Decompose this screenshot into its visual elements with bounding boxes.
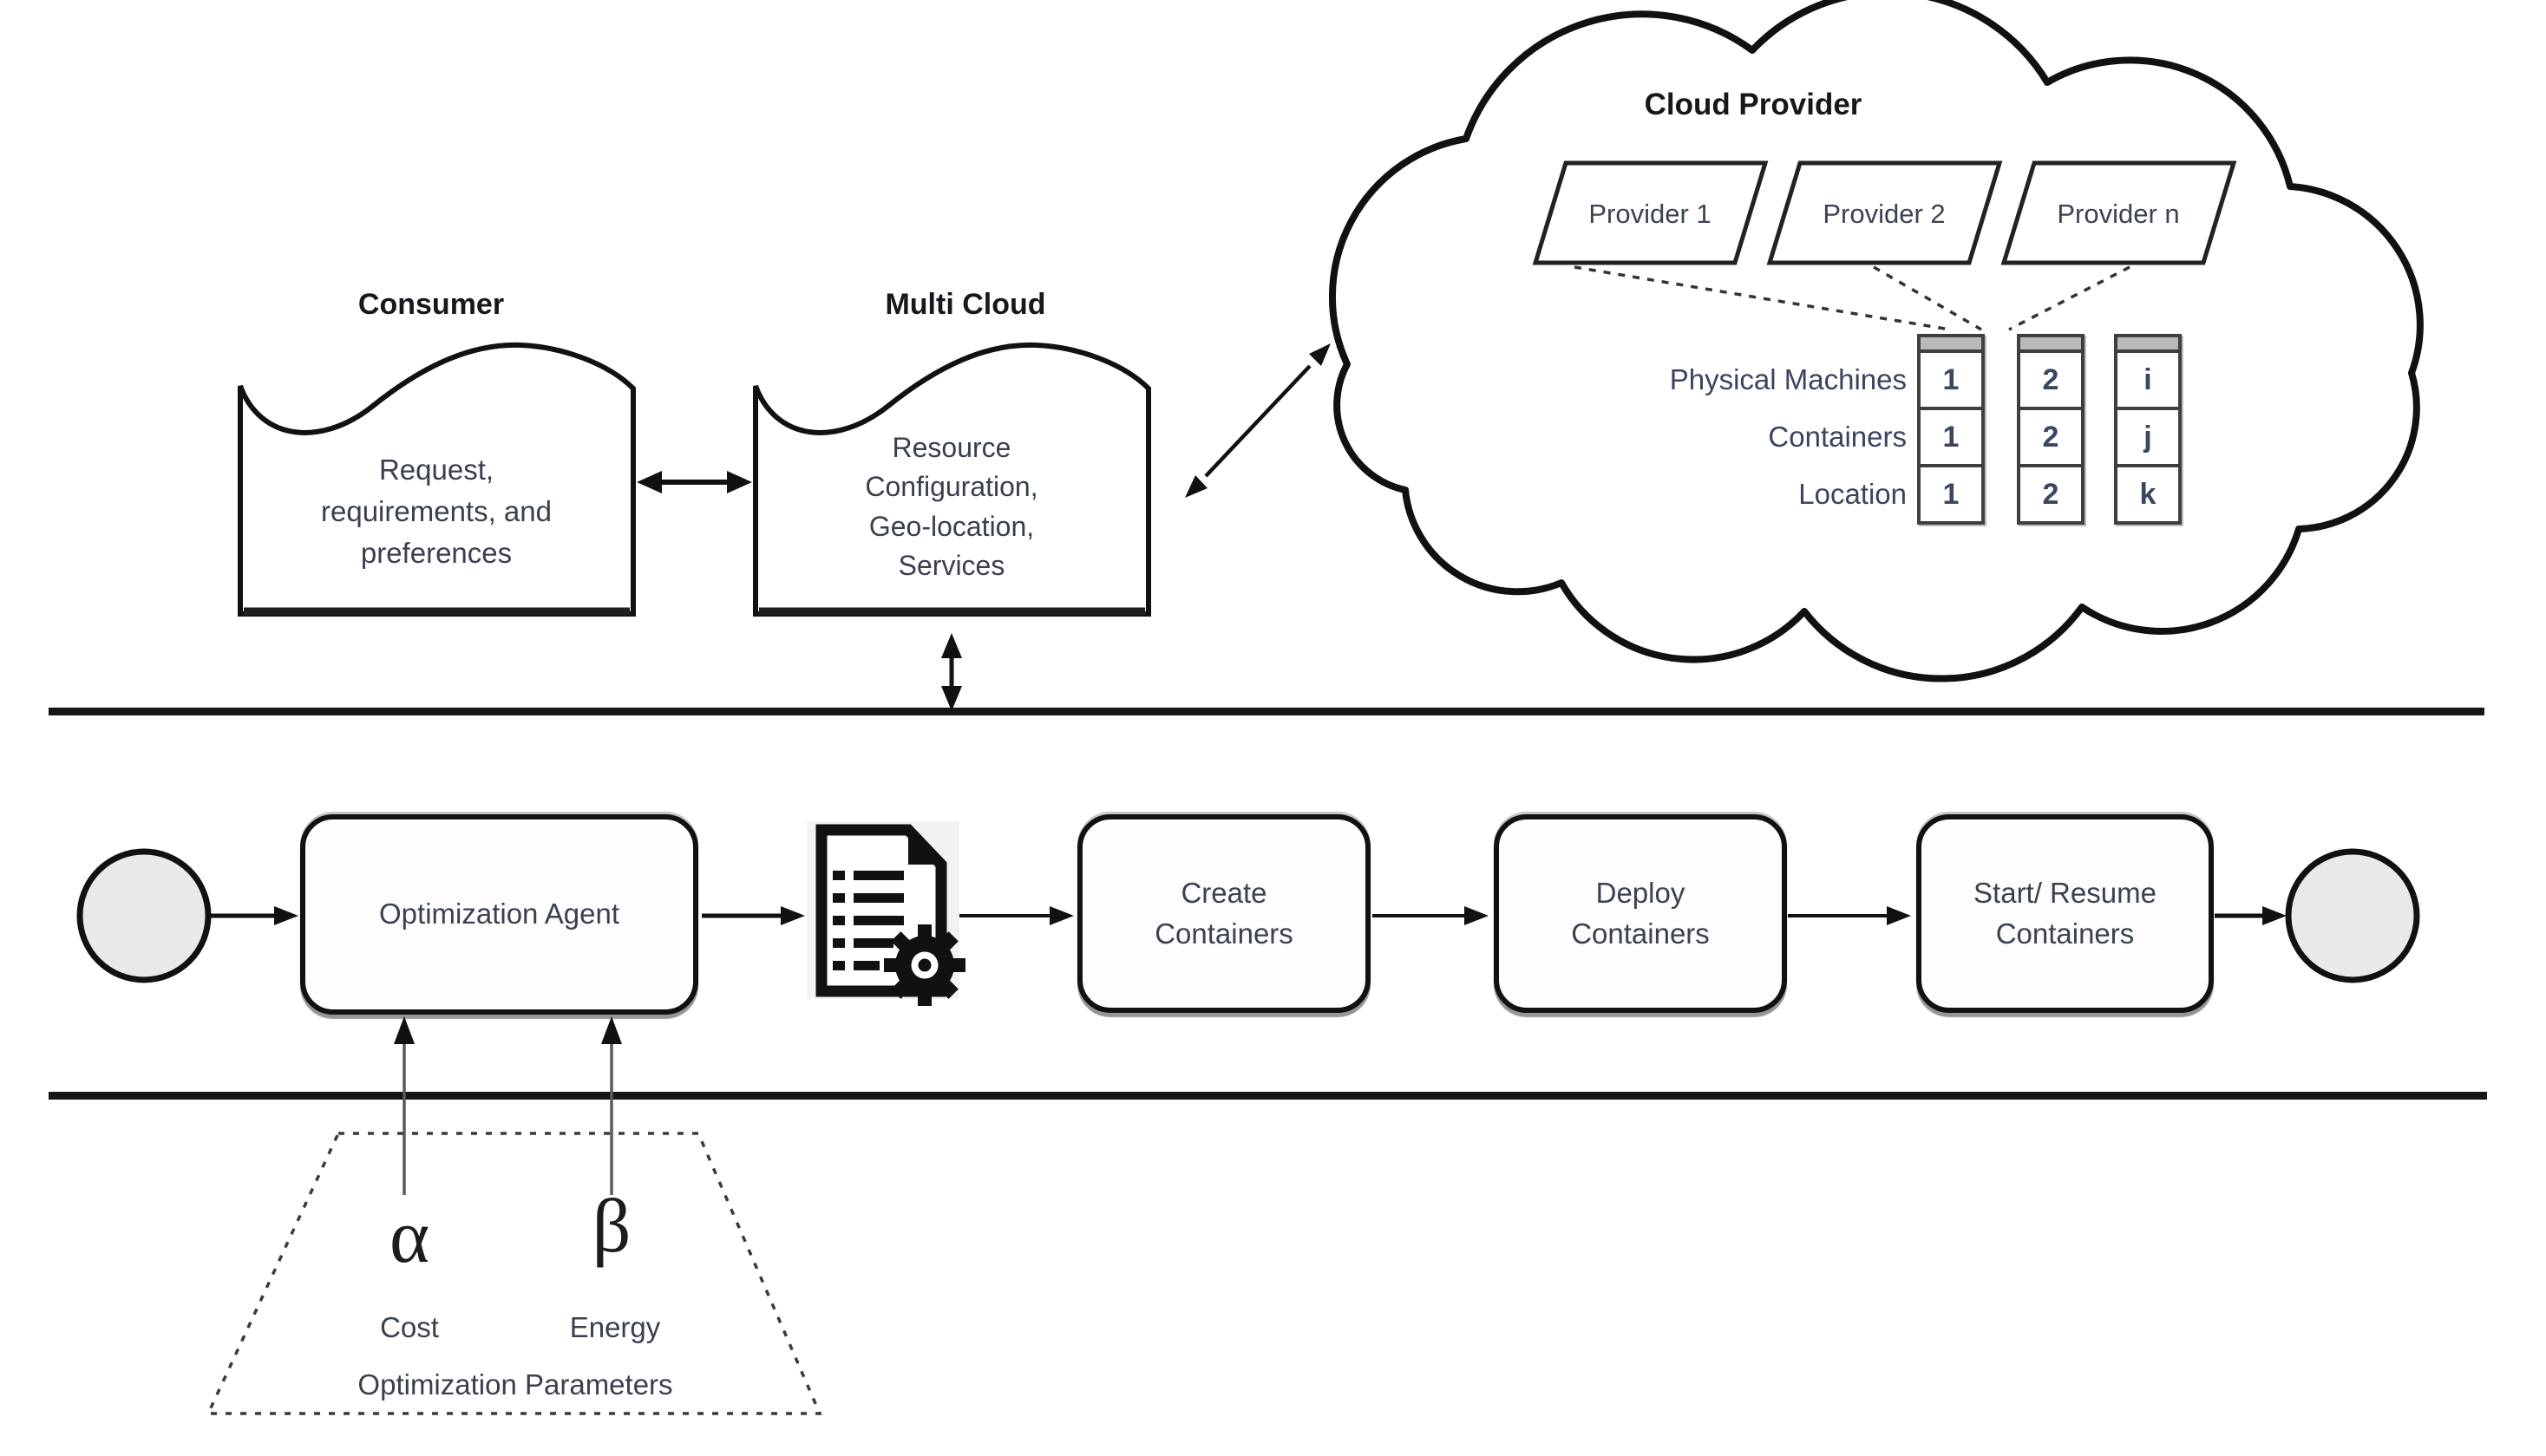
column-header-strip — [1921, 337, 1981, 353]
table-cell: 1 — [1921, 353, 1981, 407]
workflow-arrows — [208, 906, 2287, 925]
optimization-parameters-trapezoid — [206, 1132, 822, 1415]
beta-symbol: β — [592, 1185, 632, 1269]
table-cell: i — [2117, 353, 2178, 407]
multi-cloud-body: Resource Configuration, Geo-location, Se… — [865, 432, 1038, 582]
parameter-arrows — [394, 1016, 622, 1195]
lane-divider-bottom — [49, 1092, 2487, 1100]
task-create-containers: Create Containers — [1077, 814, 1371, 1013]
row-label-containers: Containers — [1768, 421, 1907, 453]
provider-1-shape — [1532, 160, 1769, 265]
energy-label: Energy — [569, 1311, 661, 1343]
column-header-strip — [2020, 337, 2081, 353]
multi-cloud-title: Multi Cloud — [885, 288, 1046, 321]
consumer-body: Request, requirements, and preferences — [321, 454, 552, 569]
table-cell: k — [2117, 464, 2178, 521]
task-optimization-agent: Optimization Agent — [300, 814, 698, 1015]
table-cell: 1 — [1921, 464, 1981, 521]
resource-table-column-n: i j k — [2114, 334, 2182, 525]
lane-divider-top — [49, 708, 2484, 715]
gear-icon — [884, 924, 965, 1006]
cloud-provider-title: Cloud Provider — [1644, 88, 1862, 121]
document-gear-icon — [807, 821, 965, 1006]
consumer-box — [238, 342, 636, 617]
consumer-multicloud-arrow — [637, 471, 752, 493]
end-event-circle — [2285, 848, 2420, 983]
optimization-parameters-caption: Optimization Parameters — [357, 1368, 673, 1401]
table-cell: j — [2117, 407, 2178, 464]
table-cell: 2 — [2020, 407, 2081, 464]
row-label-physical-machines: Physical Machines — [1669, 363, 1907, 395]
start-event-circle — [76, 848, 212, 983]
provider-n-shape — [2000, 160, 2237, 265]
table-cell: 2 — [2020, 464, 2081, 521]
table-cell: 1 — [1921, 407, 1981, 464]
resource-table-column-1: 1 1 1 — [1917, 334, 1985, 525]
alpha-symbol: α — [389, 1195, 430, 1279]
resource-table-column-2: 2 2 2 — [2017, 334, 2085, 525]
cost-label: Cost — [380, 1311, 439, 1343]
provider-n-label: Provider n — [2057, 199, 2180, 229]
task-start-resume-containers: Start/ Resume Containers — [1916, 814, 2214, 1013]
provider-1-label: Provider 1 — [1588, 199, 1712, 229]
task-deploy-containers: Deploy Containers — [1494, 814, 1787, 1013]
multi-cloud-box — [753, 342, 1151, 617]
multicloud-cloud-arrow — [1185, 343, 1331, 498]
provider-2-shape — [1766, 160, 2003, 265]
row-label-location: Location — [1798, 478, 1907, 510]
table-cell: 2 — [2020, 353, 2081, 407]
consumer-title: Consumer — [357, 288, 505, 321]
column-header-strip — [2117, 337, 2178, 353]
provider-mapping-dashed-lines — [1574, 265, 2130, 331]
provider-2-label: Provider 2 — [1823, 199, 1946, 229]
multicloud-lane-arrow — [941, 633, 962, 711]
